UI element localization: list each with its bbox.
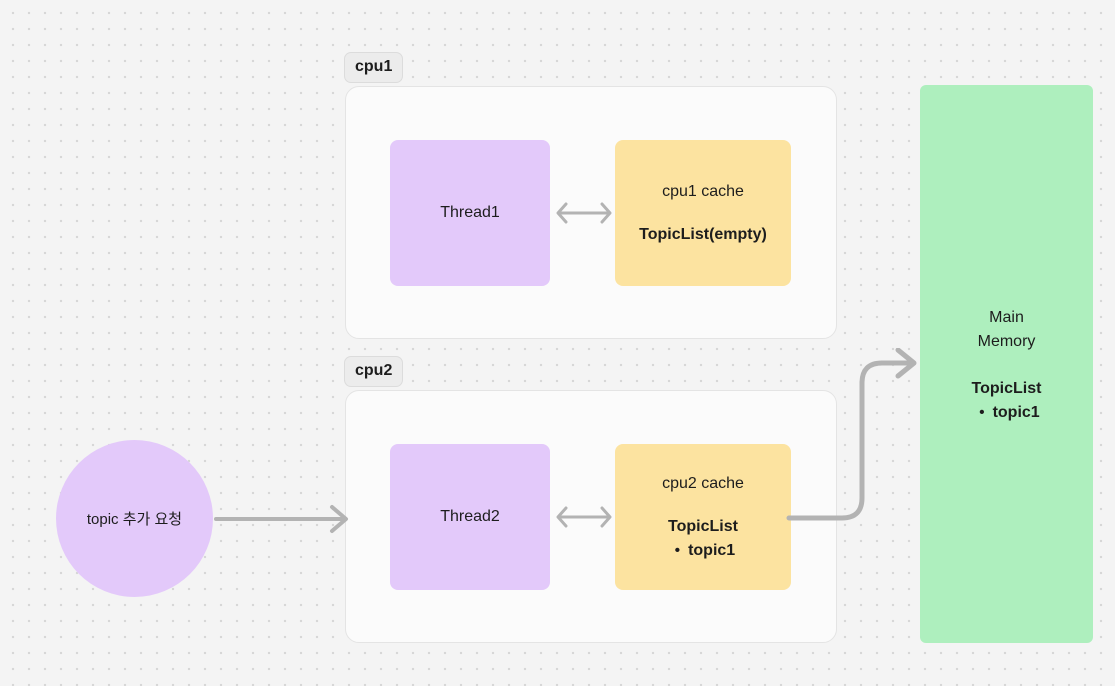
main-memory-title-line1: Main	[989, 309, 1024, 326]
thread1-box[interactable]: Thread1	[390, 140, 550, 286]
cpu2-group-badge: cpu2	[344, 356, 404, 387]
cpu2-cache-box[interactable]: cpu2 cache TopicList • topic1	[615, 444, 791, 590]
topic-request-label: topic 추가 요청	[86, 511, 183, 528]
thread2-label: Thread2	[440, 508, 500, 525]
bidirectional-arrow-icon	[556, 504, 612, 530]
cpu1-cache-title: cpu1 cache	[662, 182, 744, 200]
topic-request-circle[interactable]: topic 추가 요청	[56, 440, 213, 597]
cpu1-group-badge: cpu1	[344, 52, 404, 83]
bidirectional-arrow-icon	[556, 200, 612, 226]
right-arrow-icon	[214, 500, 354, 538]
cpu2-cache-topic-item: • topic1	[671, 542, 735, 560]
thread2-box[interactable]: Thread2	[390, 444, 550, 590]
cpu2-cache-topic-item-label: topic1	[688, 541, 736, 559]
bullet-icon: •	[674, 541, 681, 559]
cpu2-cache-topiclist-label: TopicList	[668, 517, 738, 535]
main-memory-topic-item: • topic1	[973, 404, 1039, 422]
cpu1-cache-box[interactable]: cpu1 cache TopicList(empty)	[615, 140, 791, 286]
elbow-right-arrow-icon	[786, 347, 922, 528]
main-memory-title: Main Memory	[978, 306, 1036, 354]
main-memory-topiclist-label: TopicList	[971, 380, 1042, 397]
main-memory-topic-item-label: topic1	[992, 404, 1040, 421]
cpu2-cache-title: cpu2 cache	[662, 474, 744, 492]
cpu1-cache-topiclist-label: TopicList(empty)	[639, 225, 767, 243]
thread1-label: Thread1	[440, 204, 500, 221]
main-memory-title-line2: Memory	[977, 333, 1036, 350]
bullet-icon: •	[979, 404, 985, 421]
main-memory-box[interactable]: Main Memory TopicList • topic1	[920, 85, 1093, 643]
